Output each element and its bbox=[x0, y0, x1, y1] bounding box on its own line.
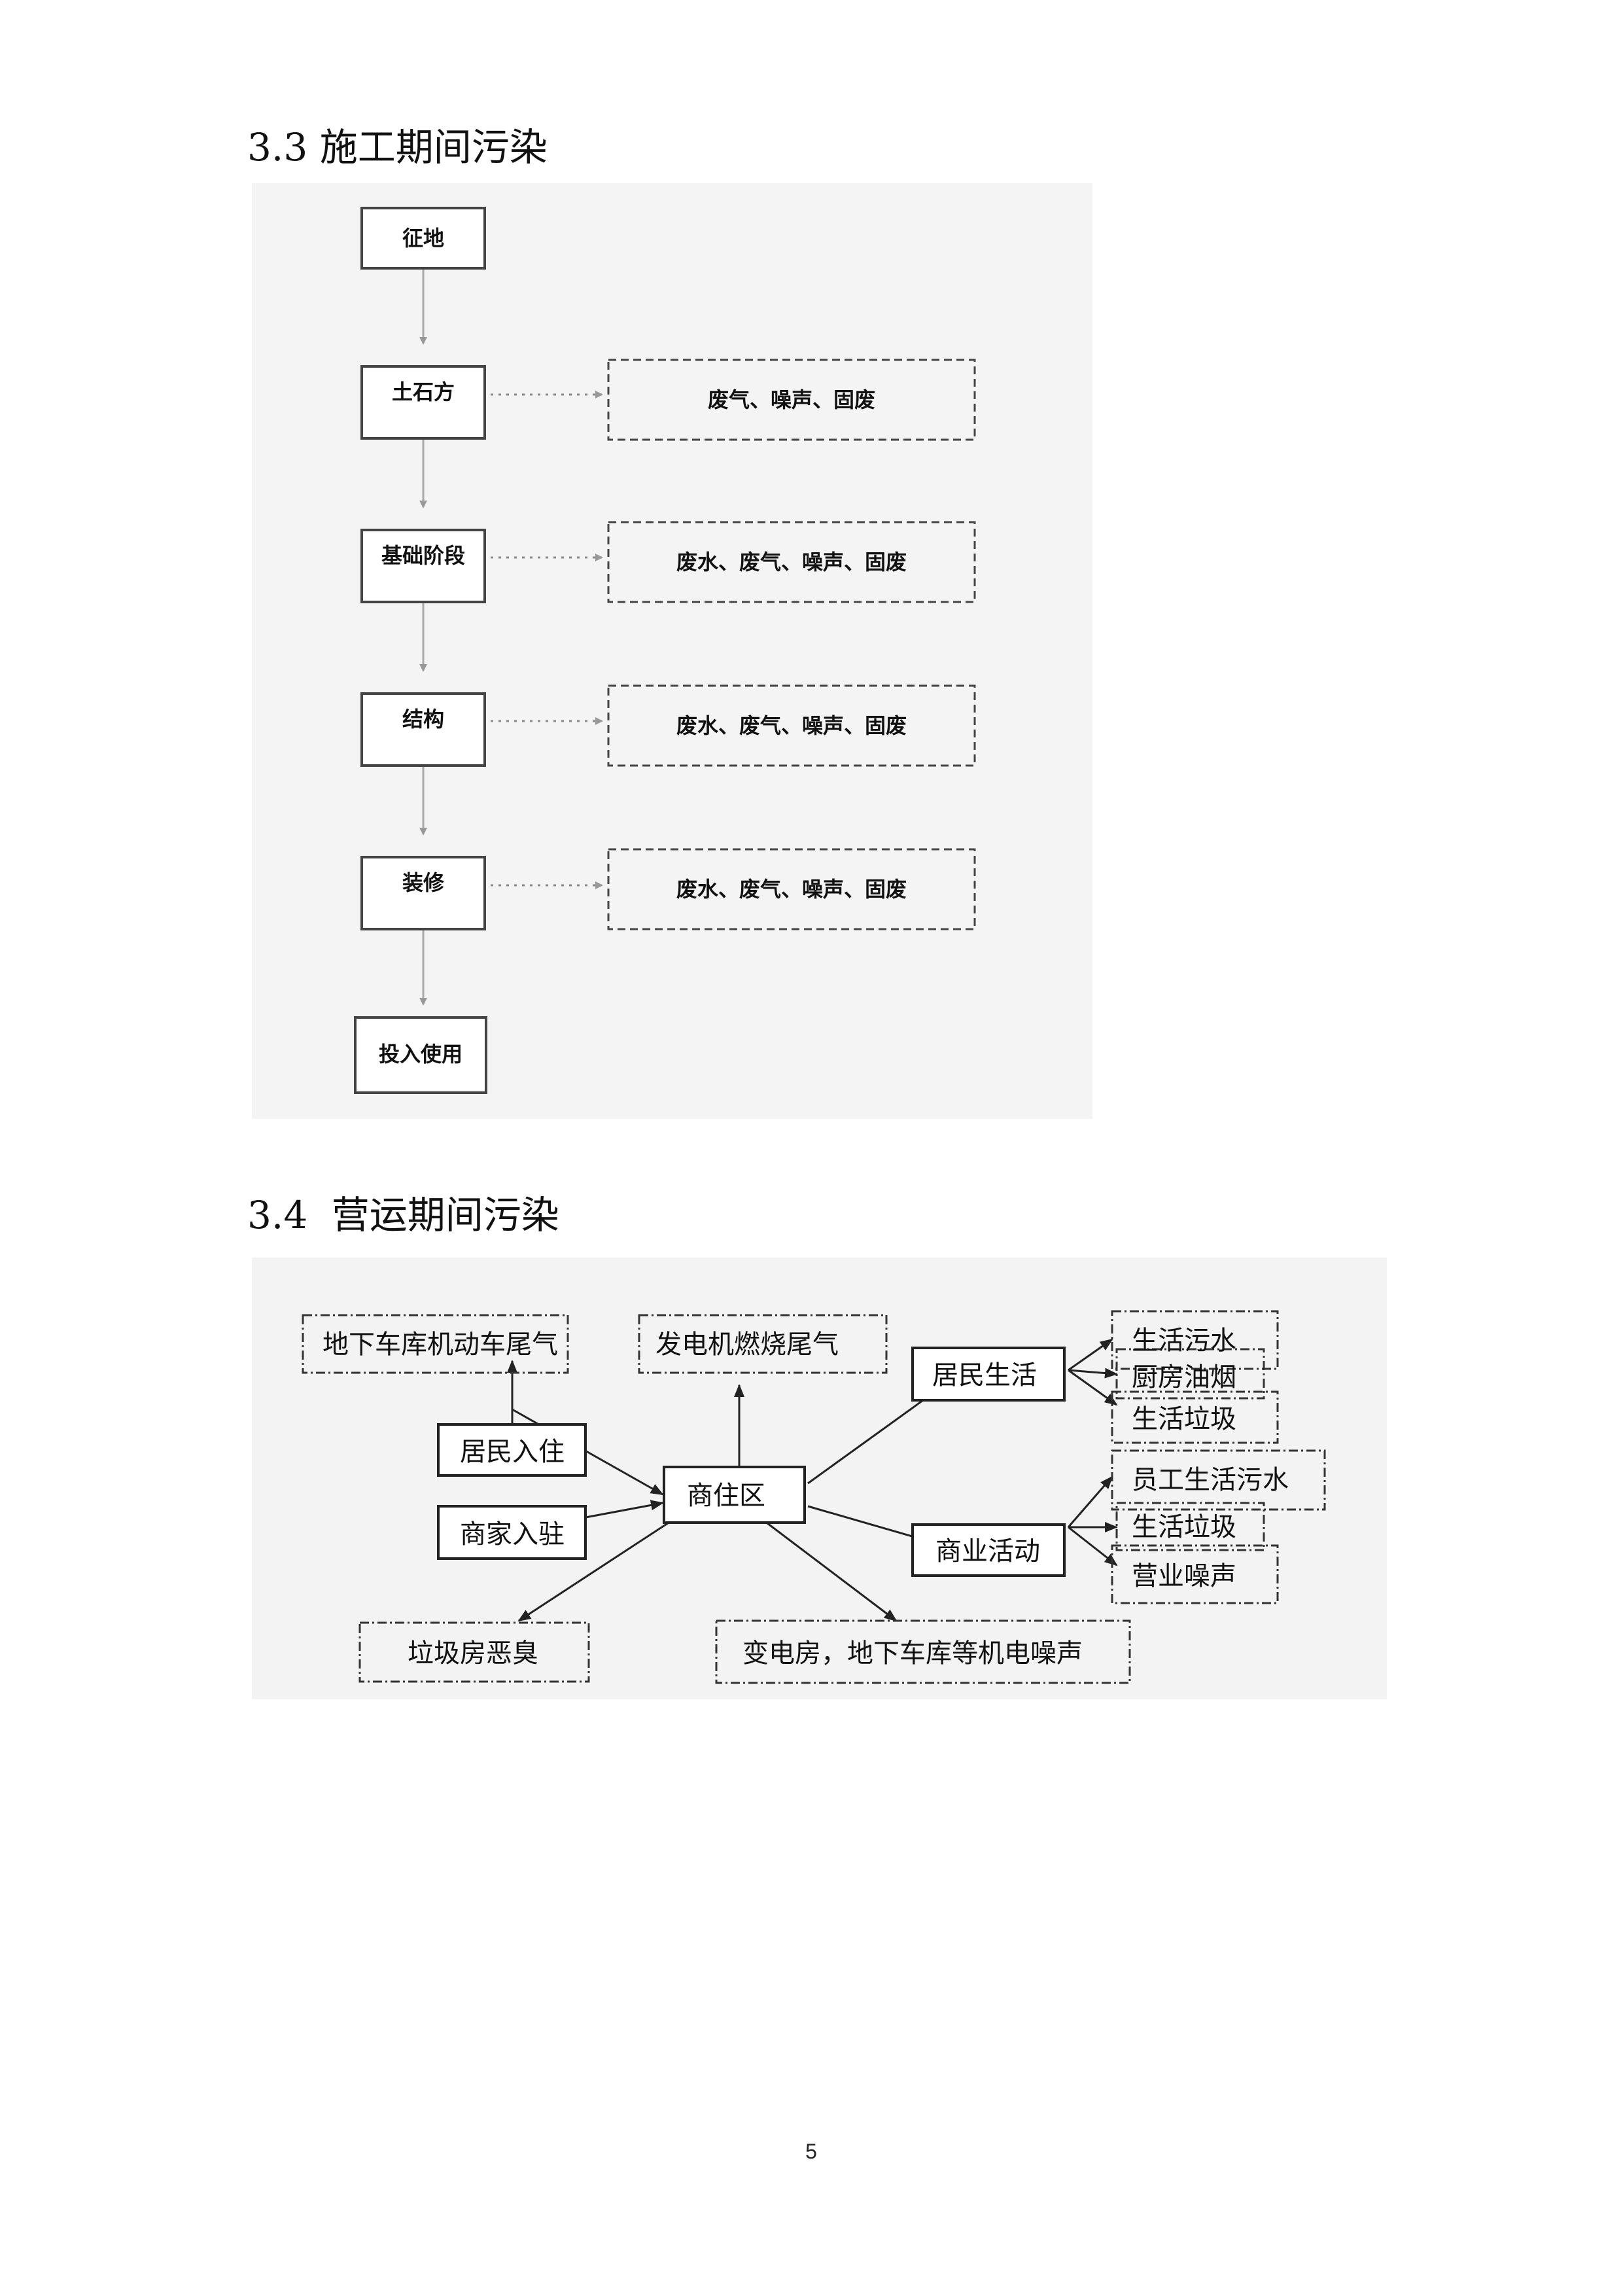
stage-box-zhengdi bbox=[360, 207, 486, 270]
pollutant-box-jiegou bbox=[607, 684, 976, 767]
operation-diagram-canvas: 地下车库机动车尾气 发电机燃烧尾气 居民入住 商家入驻 商住区 居民生活 商业活… bbox=[302, 1310, 1326, 1684]
box-commercial-activity bbox=[911, 1523, 1066, 1577]
box-kitchen-fumes bbox=[1115, 1348, 1265, 1400]
section-title: 营运期间污染 bbox=[331, 1193, 559, 1237]
stage-label-zhengdi: 征地 bbox=[402, 226, 444, 251]
page-number: 5 bbox=[805, 2140, 817, 2163]
label-kitchen-fumes: 厨房油烟 bbox=[1132, 1362, 1236, 1392]
stage-box-jiegou bbox=[360, 692, 486, 767]
label-garbage-room-odor: 垃圾房恶臭 bbox=[408, 1638, 538, 1669]
pollutant-label-jiegou: 废水、废气、噪声、固废 bbox=[676, 713, 907, 738]
stage-label-jichu: 基础阶段 bbox=[381, 543, 465, 568]
label-domestic-garbage: 生活垃圾 bbox=[1132, 1404, 1236, 1434]
box-staff-sewage bbox=[1111, 1449, 1326, 1511]
construction-flowchart-canvas: 征地 土石方 基础阶段 结构 装修 投入使用 废气、噪声、固废 废水、废气、噪声… bbox=[354, 207, 976, 1094]
label-business-noise: 营业噪声 bbox=[1132, 1561, 1236, 1591]
label-generator-exhaust: 发电机燃烧尾气 bbox=[655, 1330, 839, 1360]
pollutant-box-zhuangxiu bbox=[607, 848, 976, 930]
stage-label-tushifang: 土石方 bbox=[392, 380, 455, 404]
label-commercial-residential-zone: 商住区 bbox=[687, 1481, 765, 1511]
operation-pollution-diagram: 地下车库机动车尾气 发电机燃烧尾气 居民入住 商家入驻 商住区 居民生活 商业活… bbox=[252, 1258, 1387, 1699]
section-number: 3.4 bbox=[247, 1193, 308, 1237]
label-staff-sewage: 员工生活污水 bbox=[1132, 1465, 1289, 1495]
label-commercial-activity: 商业活动 bbox=[935, 1536, 1040, 1566]
box-commercial-residential-zone bbox=[663, 1466, 806, 1524]
stage-box-zhuangxiu bbox=[360, 856, 486, 930]
label-merchants-move-in: 商家入驻 bbox=[460, 1519, 565, 1549]
label-equipment-noise: 变电房，地下车库等机电噪声 bbox=[742, 1638, 1083, 1669]
label-sewage: 生活污水 bbox=[1132, 1326, 1236, 1356]
section-heading-3-3: 3.3 施工期间污染 bbox=[247, 116, 548, 171]
section-heading-3-4: 3.4 营运期间污染 bbox=[247, 1184, 559, 1239]
label-garage-exhaust: 地下车库机动车尾气 bbox=[323, 1330, 558, 1360]
box-sewage bbox=[1111, 1310, 1279, 1370]
stage-label-zhuangxiu: 装修 bbox=[402, 870, 445, 895]
box-merchants-move-in bbox=[437, 1505, 587, 1560]
box-generator-exhaust bbox=[638, 1314, 888, 1374]
box-garbage-room-odor bbox=[358, 1621, 590, 1683]
pollutant-label-zhuangxiu: 废水、废气、噪声、固废 bbox=[676, 877, 907, 902]
arrow-to-equipment-noise bbox=[761, 1518, 898, 1622]
pollutant-box-tushifang bbox=[607, 359, 976, 441]
pollutant-label-jichu: 废水、废气、噪声、固废 bbox=[676, 550, 907, 574]
label-residents-move-in: 居民入住 bbox=[460, 1437, 565, 1467]
arrow-to-business-noise bbox=[1068, 1526, 1118, 1566]
stage-box-touru bbox=[354, 1016, 487, 1094]
box-domestic-garbage bbox=[1111, 1390, 1279, 1444]
label-commercial-garbage: 生活垃圾 bbox=[1132, 1512, 1236, 1542]
pollutant-label-tushifang: 废气、噪声、固废 bbox=[708, 387, 875, 412]
pollutant-box-jichu bbox=[607, 521, 976, 603]
arrow-to-garbage-odor bbox=[517, 1518, 674, 1622]
box-equipment-noise bbox=[715, 1619, 1131, 1684]
arrow-to-kitchen-fumes bbox=[1068, 1368, 1118, 1379]
section-title: 施工期间污染 bbox=[319, 125, 548, 169]
arrow-to-sewage bbox=[1068, 1338, 1113, 1371]
section-number: 3.3 bbox=[247, 125, 308, 169]
stage-box-jichu bbox=[360, 529, 486, 603]
arrow-to-staff-sewage bbox=[1067, 1475, 1113, 1528]
box-business-noise bbox=[1111, 1544, 1279, 1604]
box-residents-move-in bbox=[437, 1423, 587, 1477]
construction-pollution-flowchart: 征地 土石方 基础阶段 结构 装修 投入使用 废气、噪声、固废 废水、废气、噪声… bbox=[252, 183, 1092, 1119]
stage-box-tushifang bbox=[360, 365, 486, 440]
stage-label-jiegou: 结构 bbox=[402, 707, 444, 732]
arrow-to-domestic-garbage bbox=[1068, 1369, 1118, 1406]
label-residential-life: 居民生活 bbox=[932, 1360, 1037, 1390]
box-residential-life bbox=[911, 1347, 1066, 1402]
box-commercial-garbage bbox=[1115, 1502, 1265, 1551]
box-garage-exhaust bbox=[302, 1314, 569, 1374]
stage-label-touru: 投入使用 bbox=[379, 1042, 462, 1067]
